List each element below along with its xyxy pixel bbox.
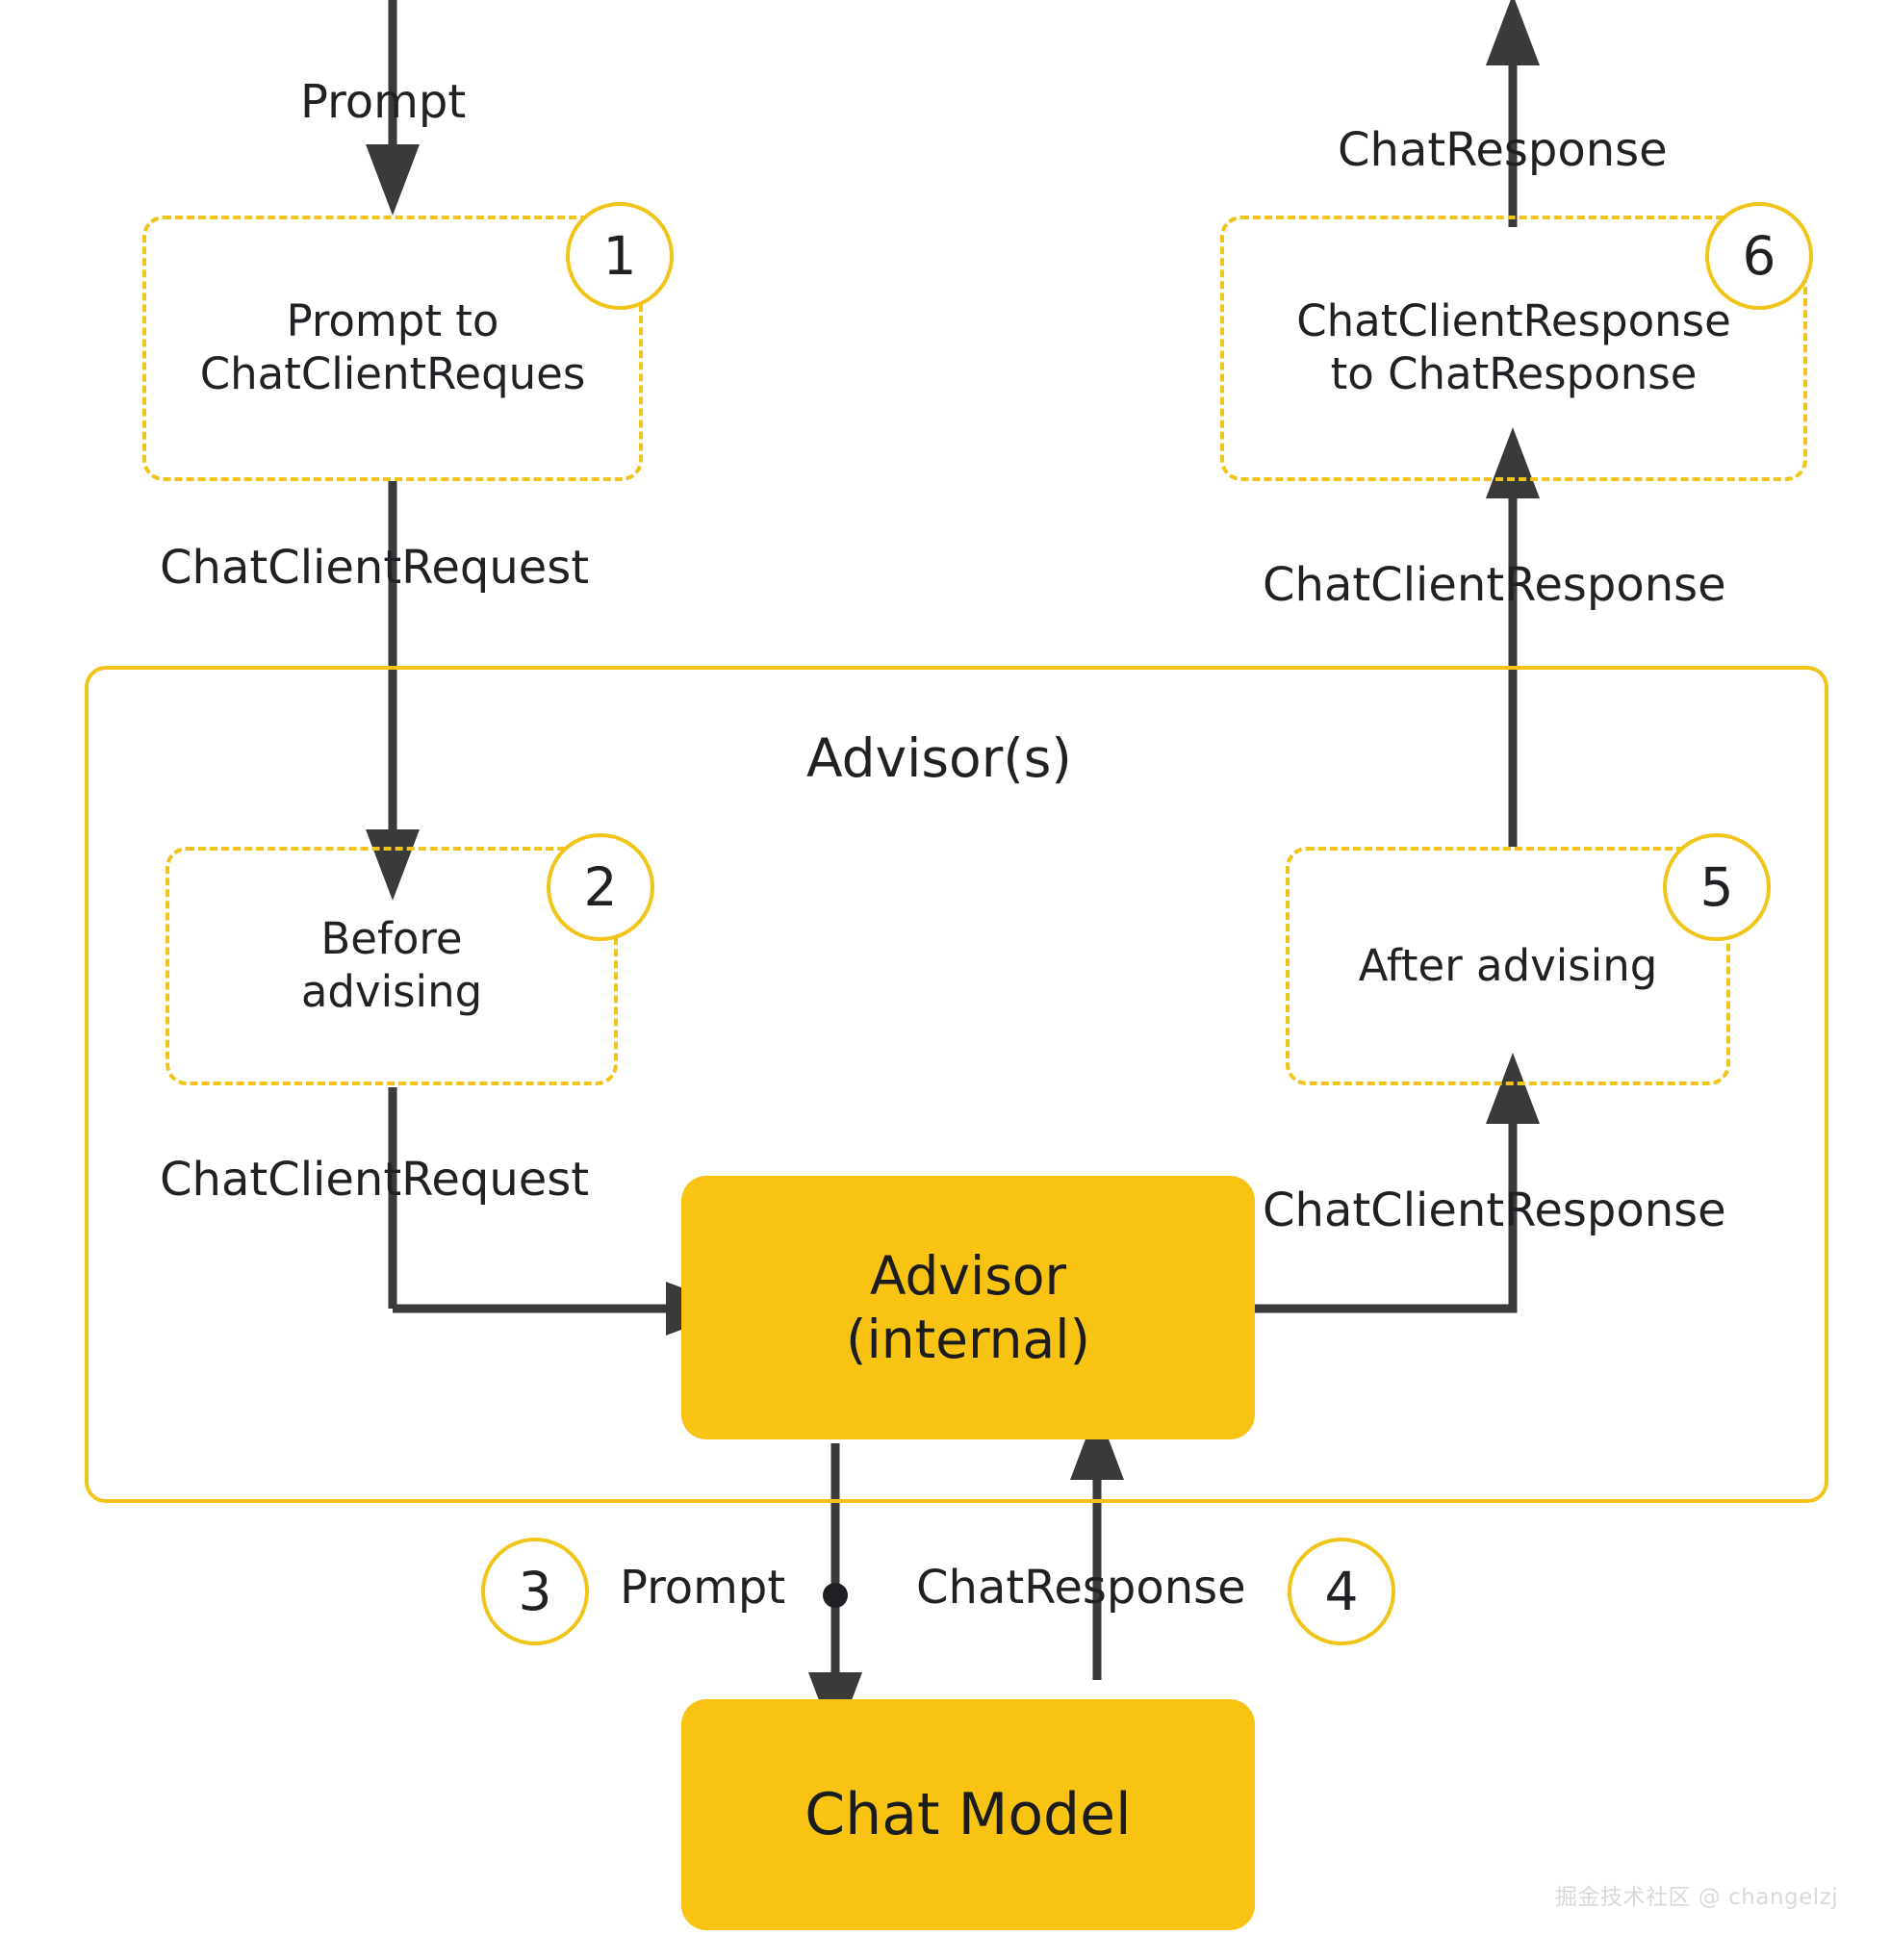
advisor-line1: Advisor: [869, 1245, 1067, 1307]
watermark-text: 掘金技术社区 @ changelzj: [1555, 1885, 1839, 1910]
step-badge-6: 6: [1705, 202, 1813, 310]
step-box-prompt-to-chatclientrequest[interactable]: Prompt to ChatClientReques: [142, 216, 643, 481]
arrowhead-into-step1: [366, 144, 420, 216]
step-box-after-advising[interactable]: After advising: [1286, 847, 1730, 1085]
edge-label-chatclientresponse-1: ChatClientResponse: [1263, 558, 1726, 612]
advisors-group-container: [85, 666, 1828, 1503]
step-badge-3: 3: [481, 1538, 589, 1645]
advisor-line2: (internal): [846, 1309, 1090, 1370]
node-chat-model[interactable]: Chat Model: [681, 1699, 1255, 1930]
step2-line2: advising: [300, 966, 483, 1017]
edge-label-chatclientresponse-2: ChatClientResponse: [1263, 1184, 1726, 1237]
step1-line2: ChatClientReques: [199, 348, 586, 399]
edge-label-prompt-in: Prompt: [300, 75, 467, 129]
step6-line1: ChatClientResponse: [1296, 295, 1731, 347]
edge-label-chatclientrequest-1: ChatClientRequest: [160, 541, 590, 595]
step1-line1: Prompt to: [286, 295, 499, 347]
step-badge-5: 5: [1663, 833, 1771, 941]
edge-label-chatclientrequest-2: ChatClientRequest: [160, 1153, 590, 1207]
advisors-group-title: Advisor(s): [806, 727, 1072, 789]
step-badge-2: 2: [547, 833, 654, 941]
edge-label-chatresponse-out: ChatResponse: [1338, 123, 1668, 177]
step5-line1: After advising: [1358, 939, 1658, 991]
junction-dot: [823, 1583, 848, 1608]
step-badge-1: 1: [566, 202, 674, 310]
step-box-before-advising[interactable]: Before advising: [166, 847, 618, 1085]
step2-line1: Before: [320, 913, 463, 965]
step-box-chatclientresponse-to-chatresponse[interactable]: ChatClientResponse to ChatResponse: [1220, 216, 1807, 481]
edge-label-prompt-to-model: Prompt: [620, 1561, 786, 1615]
node-advisor-internal[interactable]: Advisor (internal): [681, 1176, 1255, 1439]
step6-line2: to ChatResponse: [1330, 348, 1698, 399]
arrowhead-chatresponse-out: [1486, 0, 1540, 65]
chat-model-label: Chat Model: [805, 1781, 1132, 1848]
edge-label-chatresponse-from-model: ChatResponse: [916, 1561, 1246, 1615]
step-badge-4: 4: [1288, 1538, 1395, 1645]
